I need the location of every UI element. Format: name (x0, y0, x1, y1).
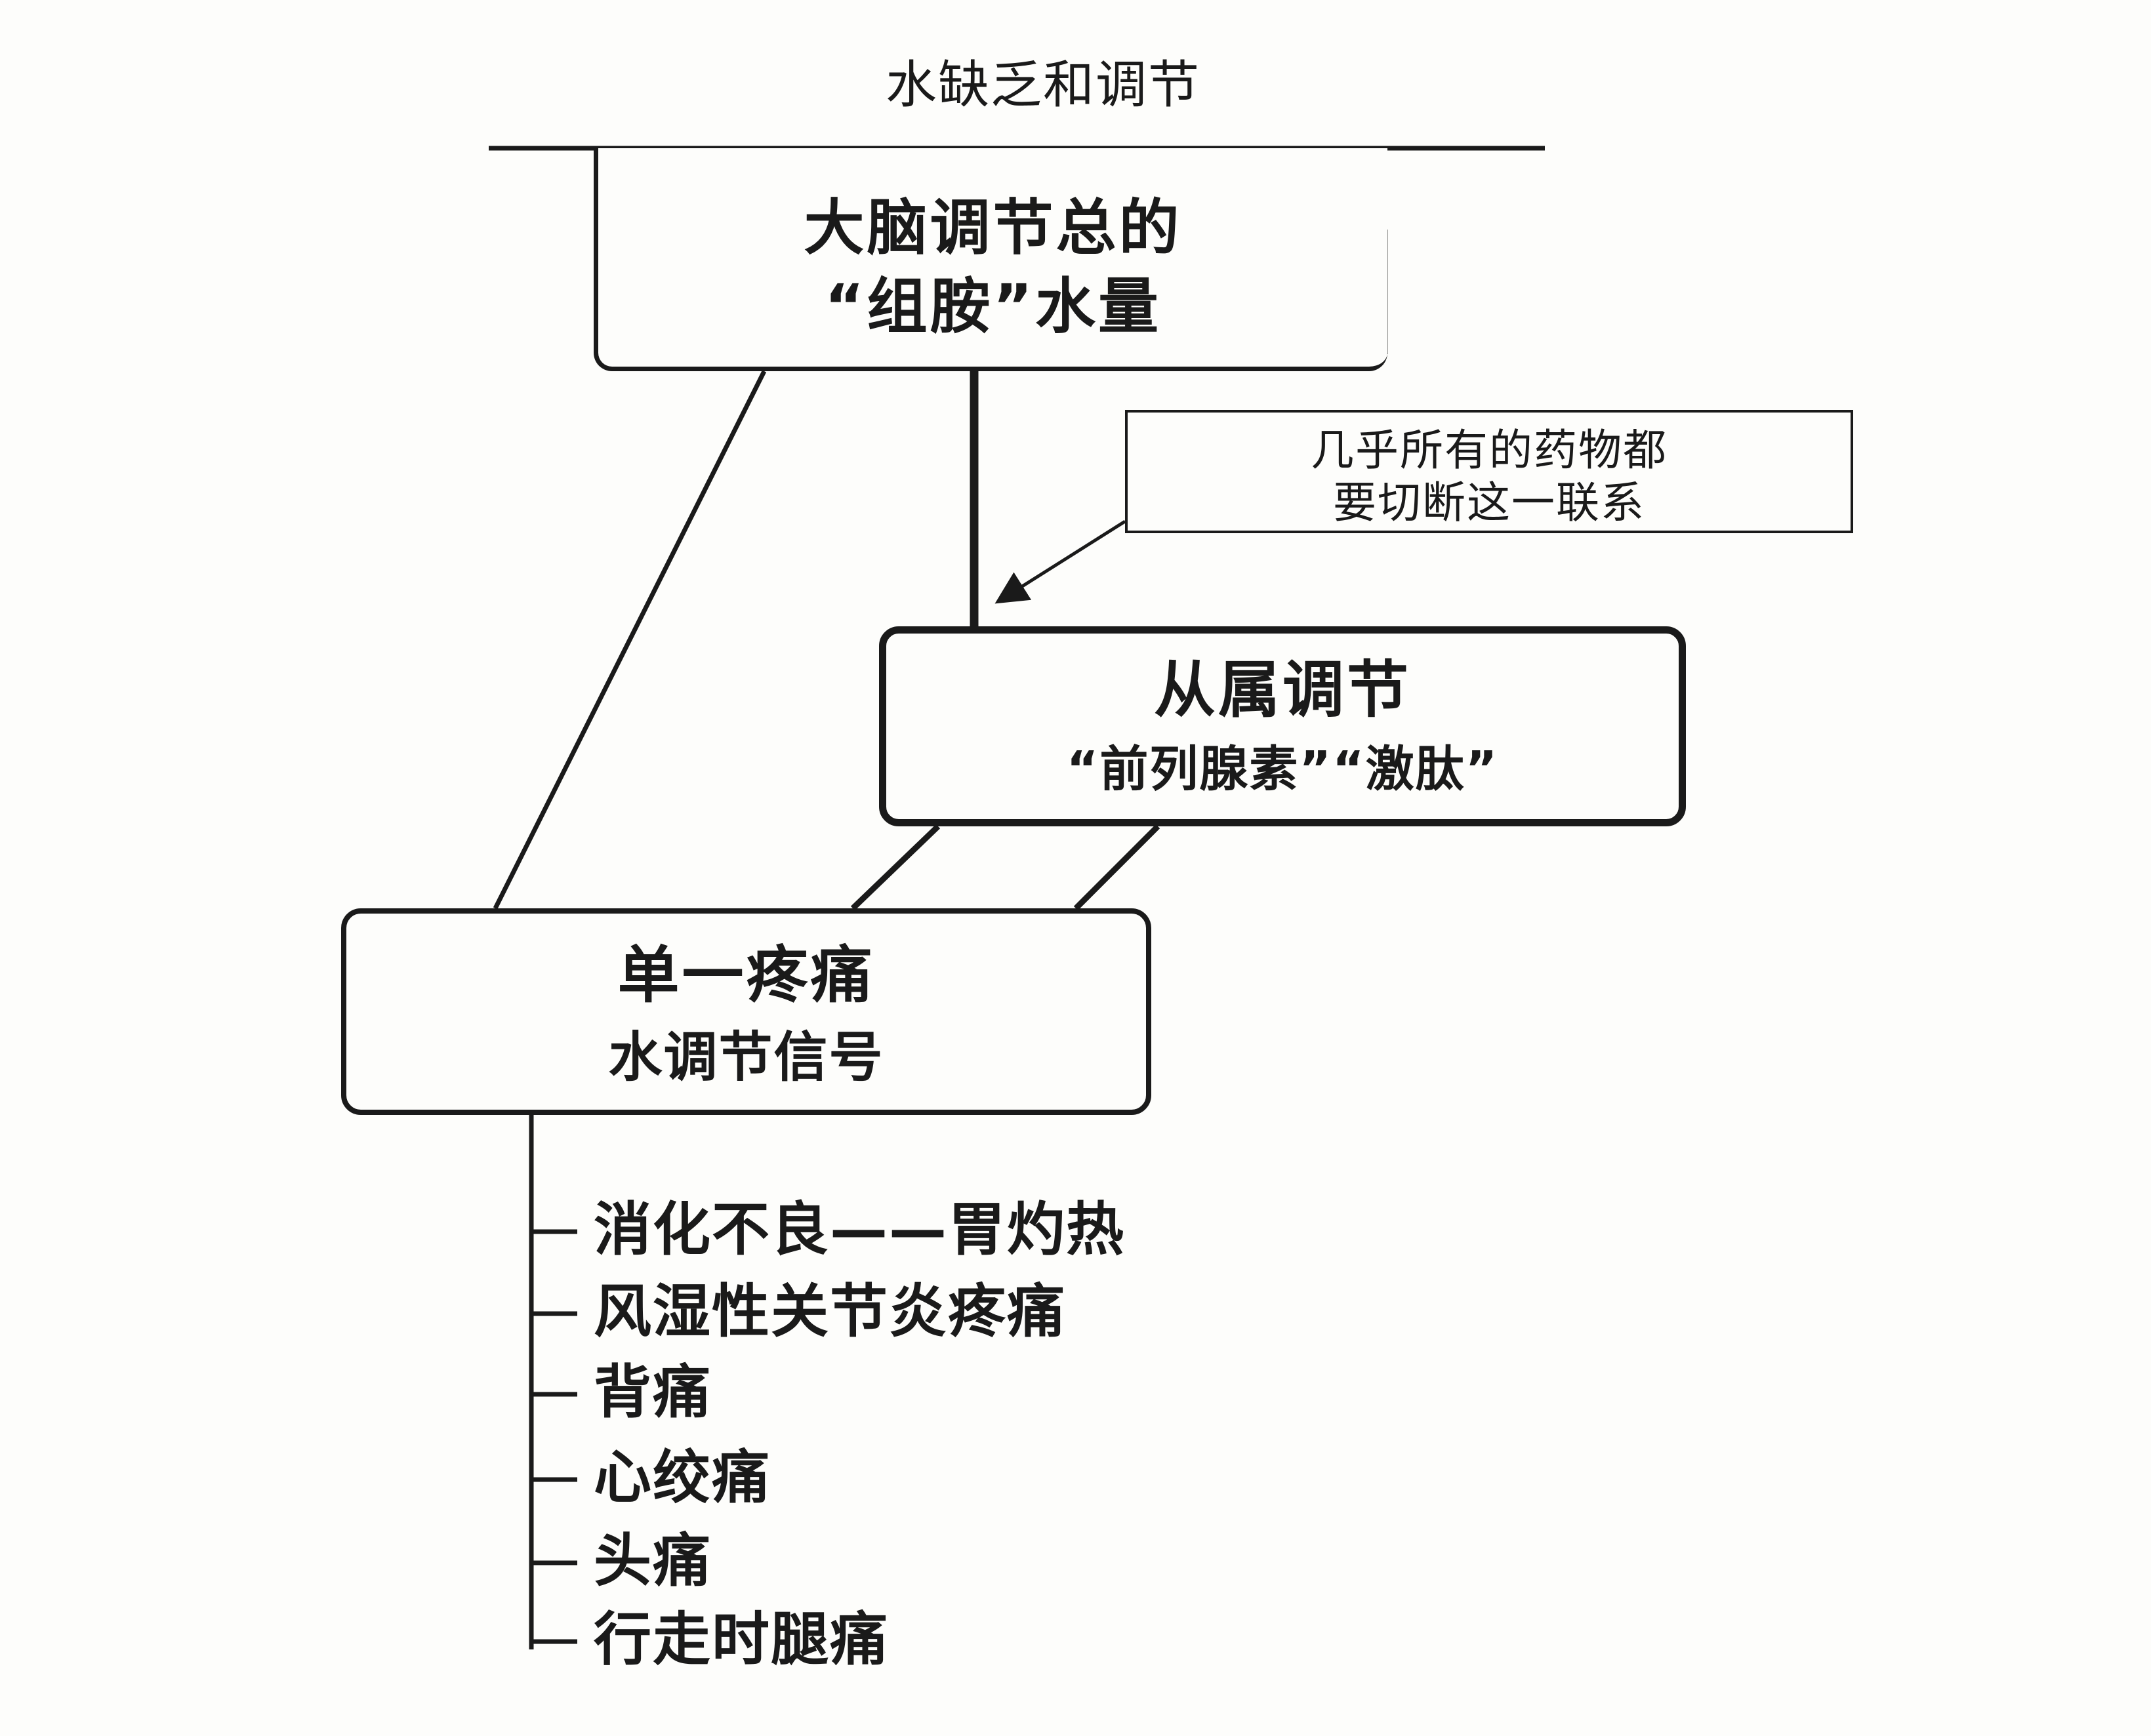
brain-regulation-box: 大脑调节总的 “组胺”水量 (594, 148, 1387, 371)
single-pain-box: 单一疼痛 水调节信号 (341, 908, 1151, 1115)
symptom-tick-group (531, 1229, 577, 1644)
diagram-title: 水缺乏和调节 (885, 56, 1200, 115)
drug-note-line2: 要切断这一联系 (1333, 477, 1645, 528)
drug-note-box: 几乎所有的药物都 要切断这一联系 (1125, 410, 1853, 533)
symptom-item-arthritis: 风湿性关节炎疼痛 (594, 1278, 1067, 1345)
subordinate-regulation-line2: “前列腺素”“激肽” (1066, 741, 1499, 797)
symptom-item-leg-pain: 行走时腿痛 (594, 1605, 890, 1673)
subordinate-regulation-box: 从属调节 “前列腺素”“激肽” (879, 626, 1686, 826)
single-pain-line2: 水调节信号 (608, 1026, 884, 1089)
symptom-item-back-pain: 背痛 (594, 1358, 712, 1426)
brain-regulation-line1: 大脑调节总的 (804, 193, 1182, 263)
connector-subordinate-to-pain-1 (850, 824, 941, 911)
symptom-item-headache: 头痛 (594, 1527, 712, 1594)
subordinate-regulation-line1: 从属调节 (1153, 655, 1411, 726)
symptom-item-angina: 心绞痛 (594, 1443, 771, 1511)
single-pain-line1: 单一疼痛 (617, 940, 875, 1011)
symptom-item-indigestion: 消化不良——胃灼热 (594, 1196, 1126, 1263)
connector-brain-to-pain (493, 370, 767, 910)
drug-note-line1: 几乎所有的药物都 (1311, 425, 1668, 475)
connector-subordinate-to-pain-2 (1073, 824, 1160, 911)
arrow-note-to-connector (994, 519, 1126, 604)
brain-regulation-line2: “组胺”水量 (825, 272, 1161, 342)
